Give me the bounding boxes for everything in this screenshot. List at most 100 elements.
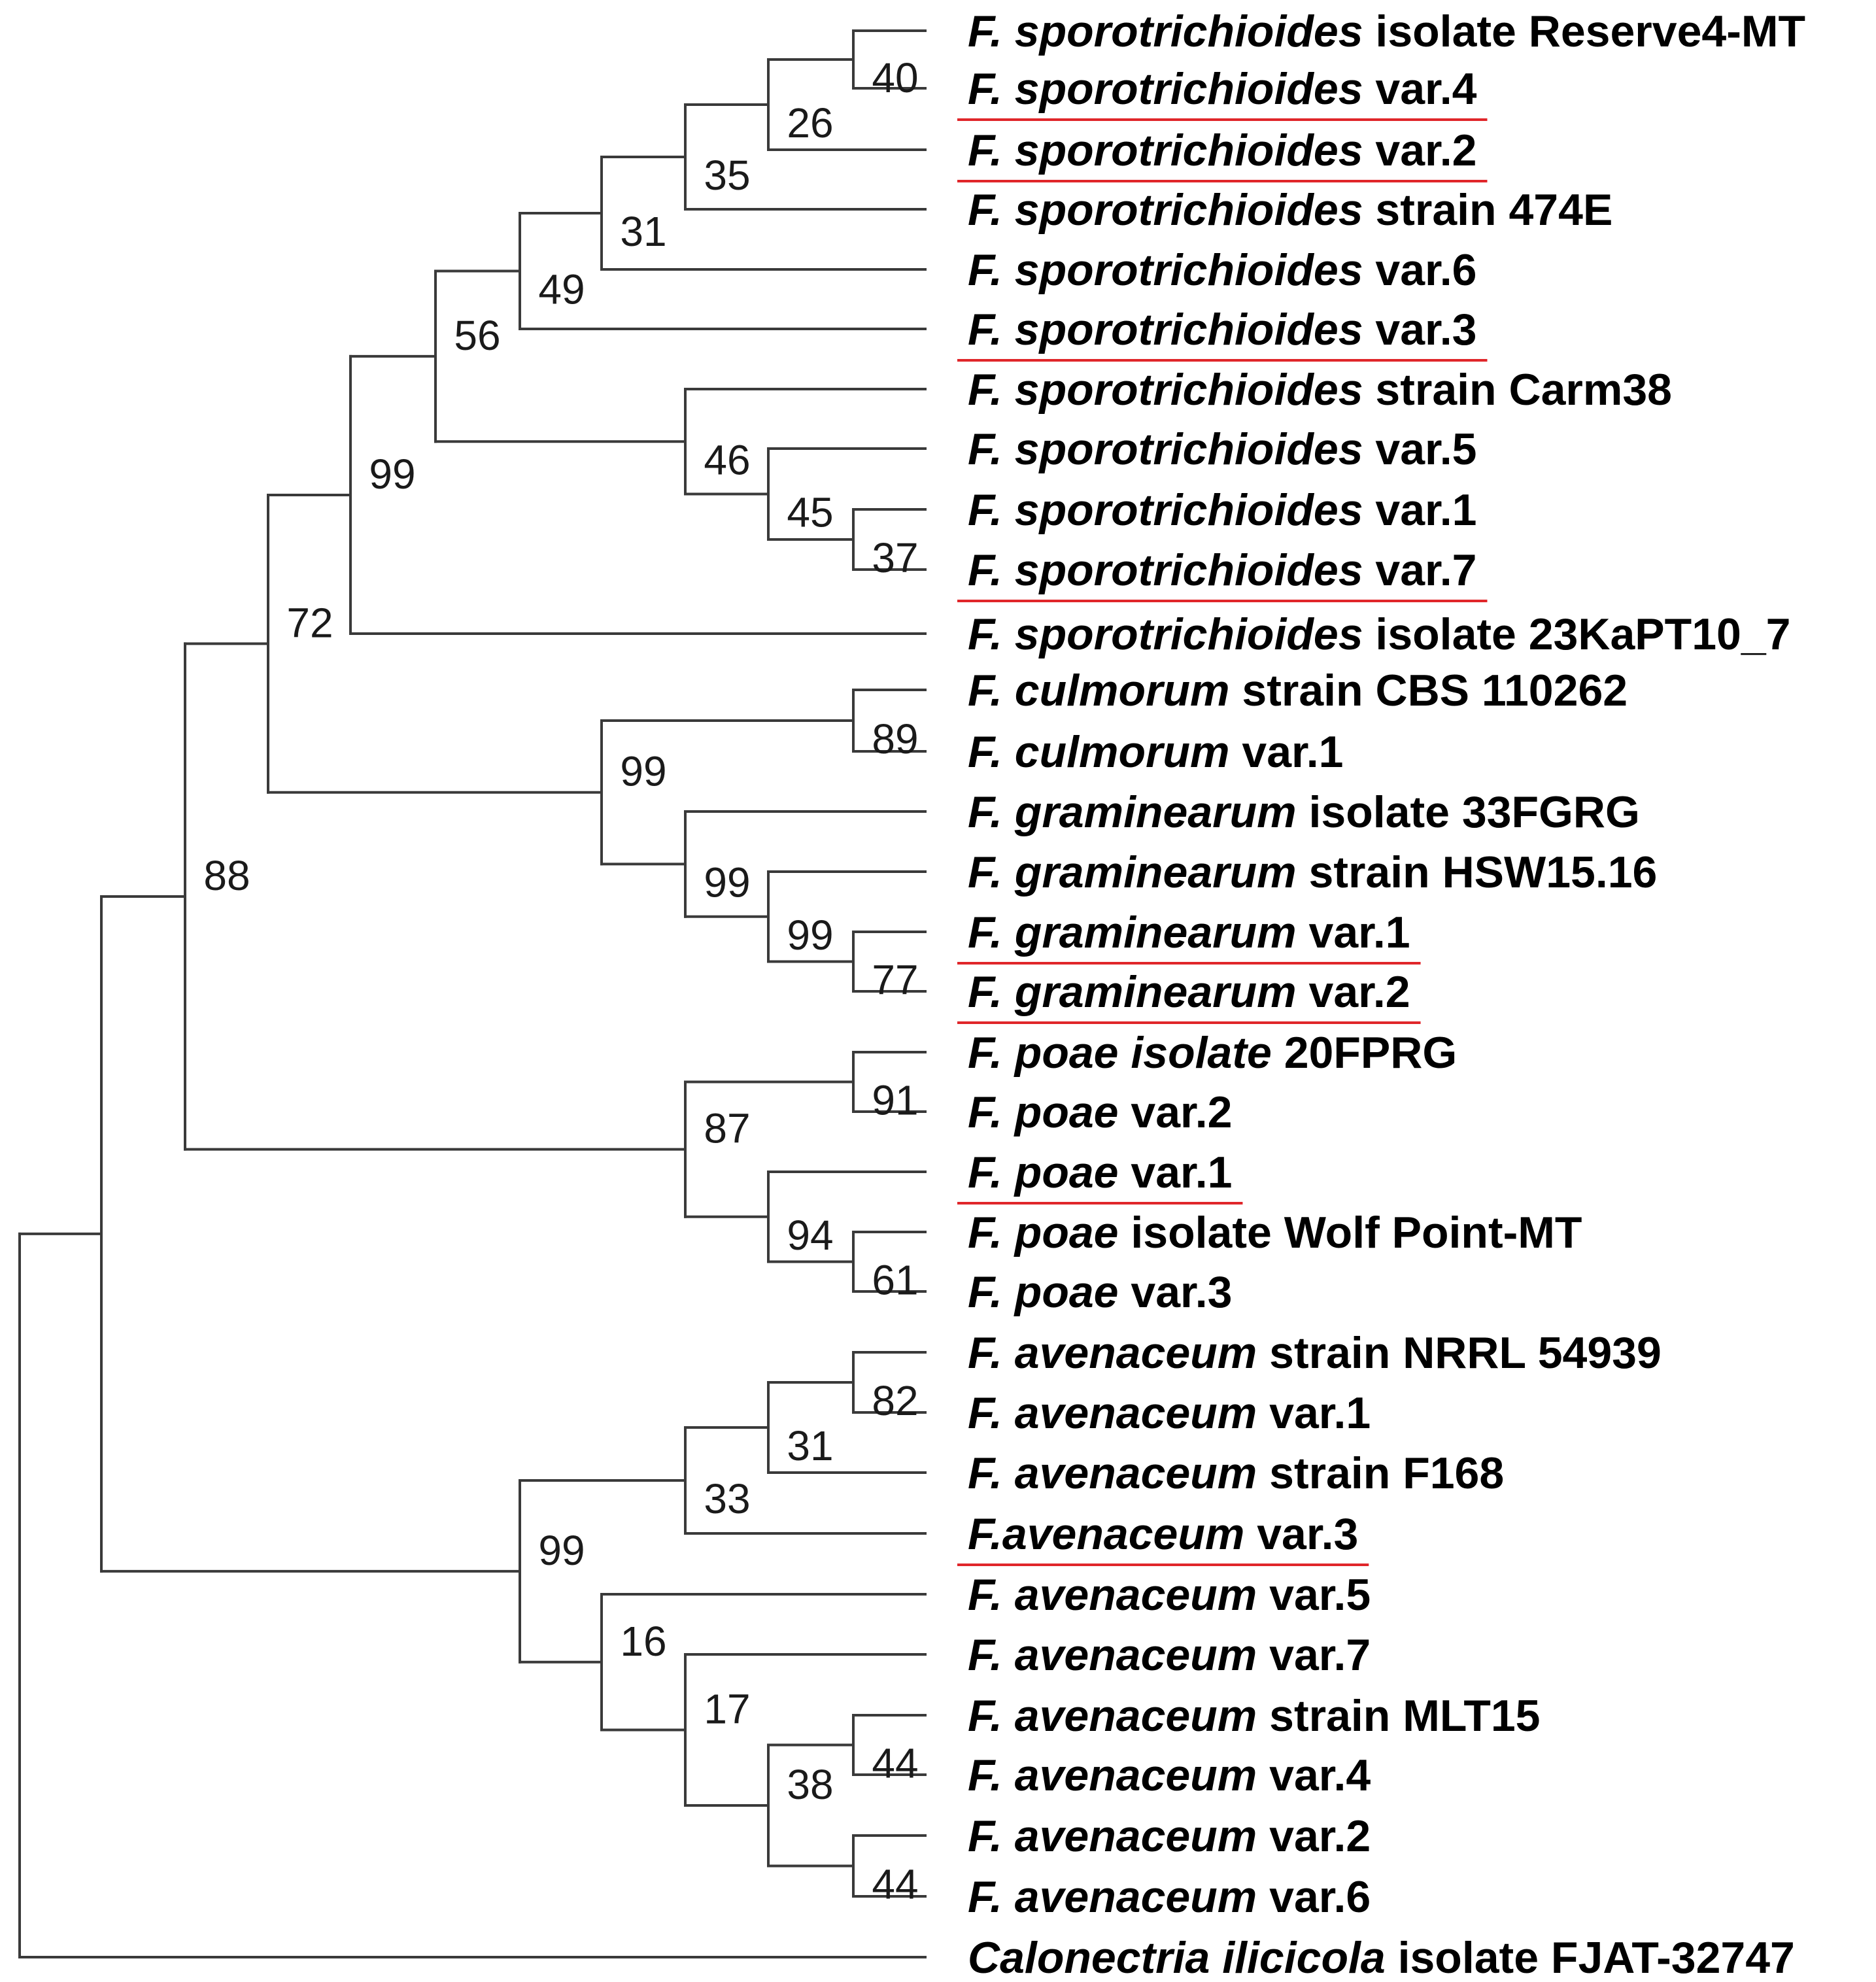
- taxon-strain-name: isolate FJAT-32747: [1386, 1933, 1795, 1982]
- taxon-label-t19: F. poae var.2: [968, 1087, 1232, 1137]
- taxon-species-name: F. avenaceum: [968, 1388, 1257, 1438]
- taxon-labels: F. sporotrichioides isolate Reserve4-MTF…: [968, 7, 1805, 1982]
- taxon-species-name: F. avenaceum: [968, 1872, 1257, 1922]
- taxon-strain-name: var.4: [1363, 64, 1477, 114]
- bootstrap-value-n_av16: 16: [620, 1618, 666, 1665]
- taxon-label-t33: Calonectria ilicicola isolate FJAT-32747: [968, 1933, 1795, 1982]
- tree-branches: [18, 29, 927, 1958]
- taxon-species-name: F. avenaceum: [968, 1811, 1257, 1861]
- taxon-label-t15: F. graminearum strain HSW15.16: [968, 847, 1657, 897]
- taxon-label-t24: F. avenaceum var.1: [968, 1388, 1371, 1438]
- taxon-species-name: F. poae: [968, 1267, 1119, 1317]
- taxon-species-name: F. avenaceum: [968, 1570, 1257, 1620]
- taxon-label-t27: F. avenaceum var.5: [968, 1570, 1371, 1620]
- taxon-species-name: F. sporotrichioides: [968, 185, 1363, 235]
- taxon-label-t29: F. avenaceum strain MLT15: [968, 1691, 1541, 1741]
- taxon-strain-name: var.1: [1363, 485, 1477, 535]
- bootstrap-value-n_g77: 77: [872, 957, 918, 1004]
- taxon-species-name: F. poae: [968, 1208, 1119, 1257]
- bootstrap-value-n_av31: 31: [787, 1422, 833, 1469]
- taxon-label-t32: F. avenaceum var.6: [968, 1872, 1371, 1922]
- bootstrap-value-n_s26: 26: [787, 99, 833, 146]
- taxon-species-name: F. graminearum: [968, 967, 1297, 1017]
- taxon-label-t11: F. sporotrichioides isolate 23KaPT10_7: [968, 609, 1790, 659]
- taxon-species-name: F. poae: [968, 1148, 1119, 1197]
- taxon-label-t7: F. sporotrichioides strain Carm38: [968, 365, 1672, 415]
- taxon-species-name: F. avenaceum: [968, 1751, 1257, 1800]
- bootstrap-value-n_av99: 99: [538, 1527, 585, 1574]
- taxon-strain-name: var.7: [1257, 1630, 1371, 1680]
- taxon-label-t8: F. sporotrichioides var.5: [968, 424, 1476, 474]
- taxon-label-t5: F. sporotrichioides var.6: [968, 245, 1476, 295]
- taxon-strain-name: var.5: [1257, 1570, 1371, 1620]
- bootstrap-value-n_72: 72: [286, 599, 333, 646]
- bootstrap-value-n_cg99: 99: [620, 748, 666, 795]
- taxon-strain-name: strain CBS 110262: [1230, 666, 1628, 715]
- taxon-label-t23: F. avenaceum strain NRRL 54939: [968, 1328, 1662, 1378]
- taxon-species-name: F. graminearum: [968, 908, 1297, 957]
- taxon-species-name: F. avenaceum: [968, 1630, 1257, 1680]
- taxon-species-name: F. sporotrichioides: [968, 7, 1363, 56]
- taxon-label-t25: F. avenaceum strain F168: [968, 1448, 1504, 1498]
- taxon-label-t30: F. avenaceum var.4: [968, 1751, 1371, 1800]
- taxon-label-t3: F. sporotrichioides var.2: [968, 126, 1476, 175]
- taxon-strain-name: var.2: [1257, 1811, 1371, 1861]
- taxon-strain-name: isolate Wolf Point-MT: [1119, 1208, 1582, 1257]
- taxon-species-name: F. culmorum: [968, 727, 1230, 777]
- taxon-strain-name: strain NRRL 54939: [1257, 1328, 1662, 1378]
- taxon-strain-name: var.7: [1363, 545, 1477, 595]
- taxon-species-name: F. sporotrichioides: [968, 305, 1363, 354]
- bootstrap-value-n_s99: 99: [369, 451, 415, 498]
- taxon-species-name: F. sporotrichioides: [968, 64, 1363, 114]
- highlight-underlines: [957, 118, 1488, 1566]
- taxon-label-t13: F. culmorum var.1: [968, 727, 1343, 777]
- taxon-strain-name: var.6: [1257, 1872, 1371, 1922]
- taxon-species-name: F. sporotrichioides: [968, 245, 1363, 295]
- taxon-species-name: F. sporotrichioides: [968, 126, 1363, 175]
- taxon-label-t17: F. graminearum var.2: [968, 967, 1410, 1017]
- taxon-strain-name: var.3: [1363, 305, 1477, 354]
- taxon-species-name: F.avenaceum: [968, 1509, 1244, 1559]
- taxon-strain-name: var.1: [1230, 727, 1344, 777]
- taxon-label-t16: F. graminearum var.1: [968, 908, 1410, 957]
- taxon-species-name: F. graminearum: [968, 787, 1297, 837]
- taxon-strain-name: var.2: [1363, 126, 1477, 175]
- bootstrap-value-n_p91: 91: [872, 1077, 918, 1124]
- bootstrap-value-n_av82: 82: [872, 1377, 918, 1424]
- taxon-strain-name: var.2: [1297, 967, 1410, 1017]
- taxon-strain-name: isolate 23KaPT10_7: [1363, 609, 1791, 659]
- taxon-label-t12: F. culmorum strain CBS 110262: [968, 666, 1628, 715]
- taxon-species-name: F. sporotrichioides: [968, 485, 1363, 535]
- bootstrap-value-n_s49: 49: [538, 266, 585, 313]
- taxon-strain-name: isolate 33FGRG: [1297, 787, 1640, 837]
- taxon-strain-name: 20FPRG: [1272, 1028, 1457, 1078]
- bootstrap-value-n_s31: 31: [620, 208, 666, 255]
- taxon-label-t28: F. avenaceum var.7: [968, 1630, 1371, 1680]
- bootstrap-value-n_s40: 40: [872, 54, 918, 101]
- taxon-strain-name: var.6: [1363, 245, 1477, 295]
- taxon-label-t1: F. sporotrichioides isolate Reserve4-MT: [968, 7, 1805, 56]
- taxon-species-name: F. avenaceum: [968, 1328, 1257, 1378]
- taxon-label-t18: F. poae isolate 20FPRG: [968, 1028, 1457, 1078]
- bootstrap-values: 4026353149374546569989779999997291619487…: [203, 54, 918, 1908]
- taxon-species-name: F. graminearum: [968, 847, 1297, 897]
- taxon-label-t6: F. sporotrichioides var.3: [968, 305, 1476, 354]
- taxon-label-t22: F. poae var.3: [968, 1267, 1232, 1317]
- taxon-strain-name: var.3: [1244, 1509, 1358, 1559]
- bootstrap-value-n_av26: 44: [872, 1861, 918, 1908]
- bootstrap-value-n_av33: 33: [704, 1475, 750, 1522]
- taxon-strain-name: var.3: [1119, 1267, 1233, 1317]
- taxon-species-name: F. poae: [968, 1087, 1119, 1137]
- bootstrap-value-n_g99a: 99: [787, 912, 833, 959]
- taxon-species-name: F. avenaceum: [968, 1691, 1257, 1741]
- taxon-species-name: F. sporotrichioides: [968, 545, 1363, 595]
- taxon-label-t9: F. sporotrichioides var.1: [968, 485, 1476, 535]
- taxon-species-name: F. poae isolate: [968, 1028, 1272, 1078]
- bootstrap-value-n_avrest: 44: [872, 1740, 918, 1787]
- taxon-label-t2: F. sporotrichioides var.4: [968, 64, 1477, 114]
- bootstrap-value-n_p94: 94: [787, 1212, 833, 1259]
- taxon-label-t26: F.avenaceum var.3: [968, 1509, 1358, 1559]
- taxon-strain-name: strain MLT15: [1257, 1691, 1540, 1741]
- taxon-label-t4: F. sporotrichioides strain 474E: [968, 185, 1612, 235]
